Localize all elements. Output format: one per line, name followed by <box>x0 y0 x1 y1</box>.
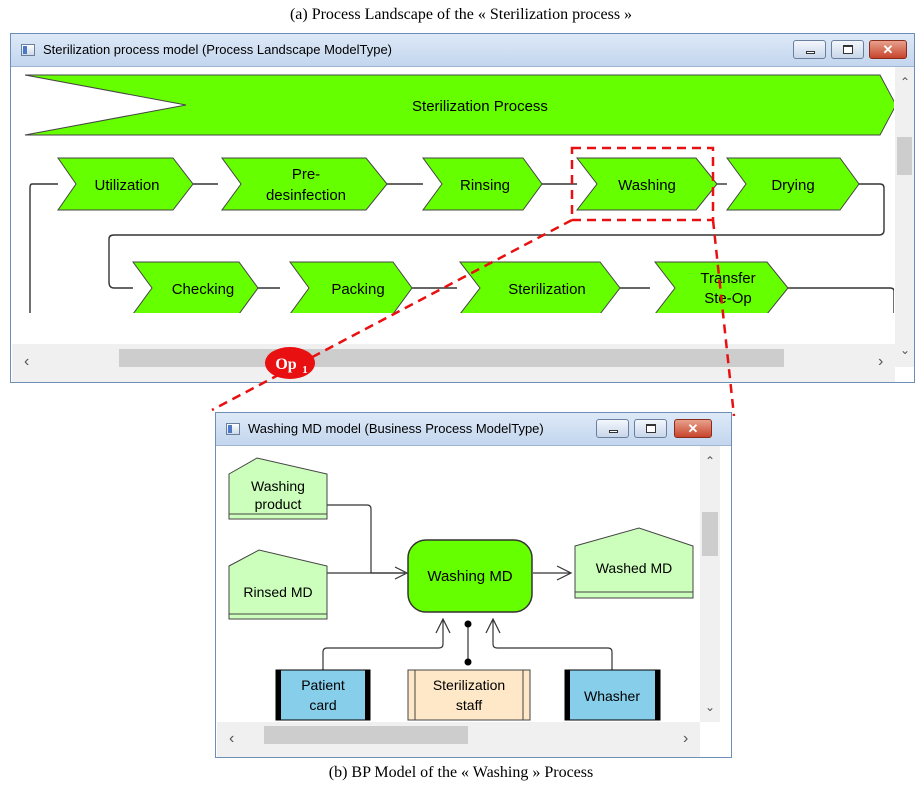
scroll-thumb[interactable] <box>897 137 912 175</box>
op-badge-subscript: 1 <box>302 364 308 376</box>
resource-label-line1: Patient <box>301 677 345 693</box>
process-predesinfection[interactable] <box>221 157 388 211</box>
row1-processes <box>57 157 860 211</box>
process-label: Sterilization <box>508 281 586 298</box>
process-rinsing[interactable] <box>422 157 543 211</box>
data-label-line1: Washing <box>251 478 305 494</box>
data-object-washing-product[interactable] <box>228 457 328 520</box>
process-label: Checking <box>172 281 235 298</box>
resource-whasher[interactable] <box>564 669 661 721</box>
minimize-icon <box>608 430 618 433</box>
caption-bottom: (b) BP Model of the « Washing » Process <box>328 764 594 781</box>
process-label: Rinsing <box>460 177 510 194</box>
titlebar[interactable]: Washing MD model (Business Process Model… <box>216 413 731 446</box>
scroll-left-icon[interactable]: ‹ <box>24 353 30 370</box>
window-title: Sterilization process model (Process Lan… <box>43 42 393 57</box>
data-label: Washed MD <box>596 560 673 576</box>
data-label-line2: product <box>255 496 302 512</box>
process-landscape-diagram: Sterilization Process Utilization Pre- d… <box>24 74 894 313</box>
main-process-chevron[interactable] <box>24 74 894 136</box>
scroll-down-icon[interactable]: ⌄ <box>705 700 716 714</box>
scroll-thumb[interactable] <box>702 512 718 556</box>
process-washing[interactable] <box>575 157 718 211</box>
window-app-icon <box>21 44 35 56</box>
resource-label-line2: card <box>309 697 336 713</box>
close-icon: ✕ <box>687 421 699 436</box>
close-button[interactable]: ✕ <box>869 40 907 59</box>
process-label-line2: Ste-Op <box>704 290 752 307</box>
process-label-line2: desinfection <box>266 187 346 204</box>
resource-label: Whasher <box>584 688 640 704</box>
close-button[interactable]: ✕ <box>674 419 712 438</box>
resource-patient-card[interactable] <box>275 669 371 721</box>
data-object-rinsed-md[interactable] <box>228 549 328 620</box>
process-utilization[interactable] <box>57 157 194 211</box>
maximize-icon <box>842 45 853 54</box>
resource-label-line1: Sterilization <box>433 677 505 693</box>
op-badge <box>265 347 315 379</box>
window-title: Washing MD model (Business Process Model… <box>248 421 544 436</box>
process-label: Utilization <box>94 177 159 194</box>
vertical-scrollbar[interactable]: ⌃ ⌄ <box>700 446 720 722</box>
caption-top: (a) Process Landscape of the « Steriliza… <box>289 6 633 23</box>
scroll-left-icon[interactable]: ‹ <box>229 730 235 747</box>
maximize-button[interactable] <box>634 419 667 438</box>
main-process-label: Sterilization Process <box>412 98 548 115</box>
resource-sterilization-staff[interactable] <box>407 669 531 721</box>
scroll-right-icon[interactable]: › <box>878 353 884 370</box>
process-checking[interactable] <box>132 261 259 313</box>
connector-dot <box>464 620 472 628</box>
process-label: Washing <box>618 177 676 194</box>
process-drying[interactable] <box>726 157 860 211</box>
process-label-line1: Transfer <box>700 270 755 287</box>
row2-processes <box>132 261 789 313</box>
horizontal-scrollbar[interactable]: ‹ › <box>217 722 700 757</box>
scroll-down-icon[interactable]: ⌄ <box>900 343 911 357</box>
vertical-scrollbar[interactable]: ⌃ ⌄ <box>895 67 914 367</box>
process-packing[interactable] <box>289 261 413 313</box>
bp-model-diagram: Washing product Rinsed MD Washing MD Was… <box>228 457 694 721</box>
process-sterilization[interactable] <box>458 261 621 313</box>
process-label: Packing <box>331 281 384 298</box>
close-icon: ✕ <box>882 42 894 57</box>
washing-highlight-box <box>570 146 715 222</box>
op-badge-text: Op <box>275 356 296 373</box>
data-object-washed-md[interactable] <box>574 527 694 599</box>
window-app-icon <box>226 423 240 435</box>
scroll-up-icon[interactable]: ⌃ <box>705 454 716 468</box>
titlebar[interactable]: Sterilization process model (Process Lan… <box>11 34 914 67</box>
process-label-line1: Pre- <box>292 166 320 183</box>
maximize-icon <box>645 424 656 433</box>
connector-dot <box>464 658 472 666</box>
minimize-icon <box>805 51 815 54</box>
function-label: Washing MD <box>427 568 512 585</box>
scroll-right-icon[interactable]: › <box>683 730 689 747</box>
maximize-button[interactable] <box>831 40 864 59</box>
process-transfer-ste-op[interactable] <box>653 261 789 313</box>
minimize-button[interactable] <box>793 40 826 59</box>
scroll-thumb[interactable] <box>264 726 468 744</box>
process-label: Drying <box>771 177 814 194</box>
data-label: Rinsed MD <box>243 584 312 600</box>
minimize-button[interactable] <box>596 419 629 438</box>
resource-label-line2: staff <box>456 697 482 713</box>
function-washing-md[interactable] <box>407 539 533 613</box>
scroll-up-icon[interactable]: ⌃ <box>900 75 911 89</box>
